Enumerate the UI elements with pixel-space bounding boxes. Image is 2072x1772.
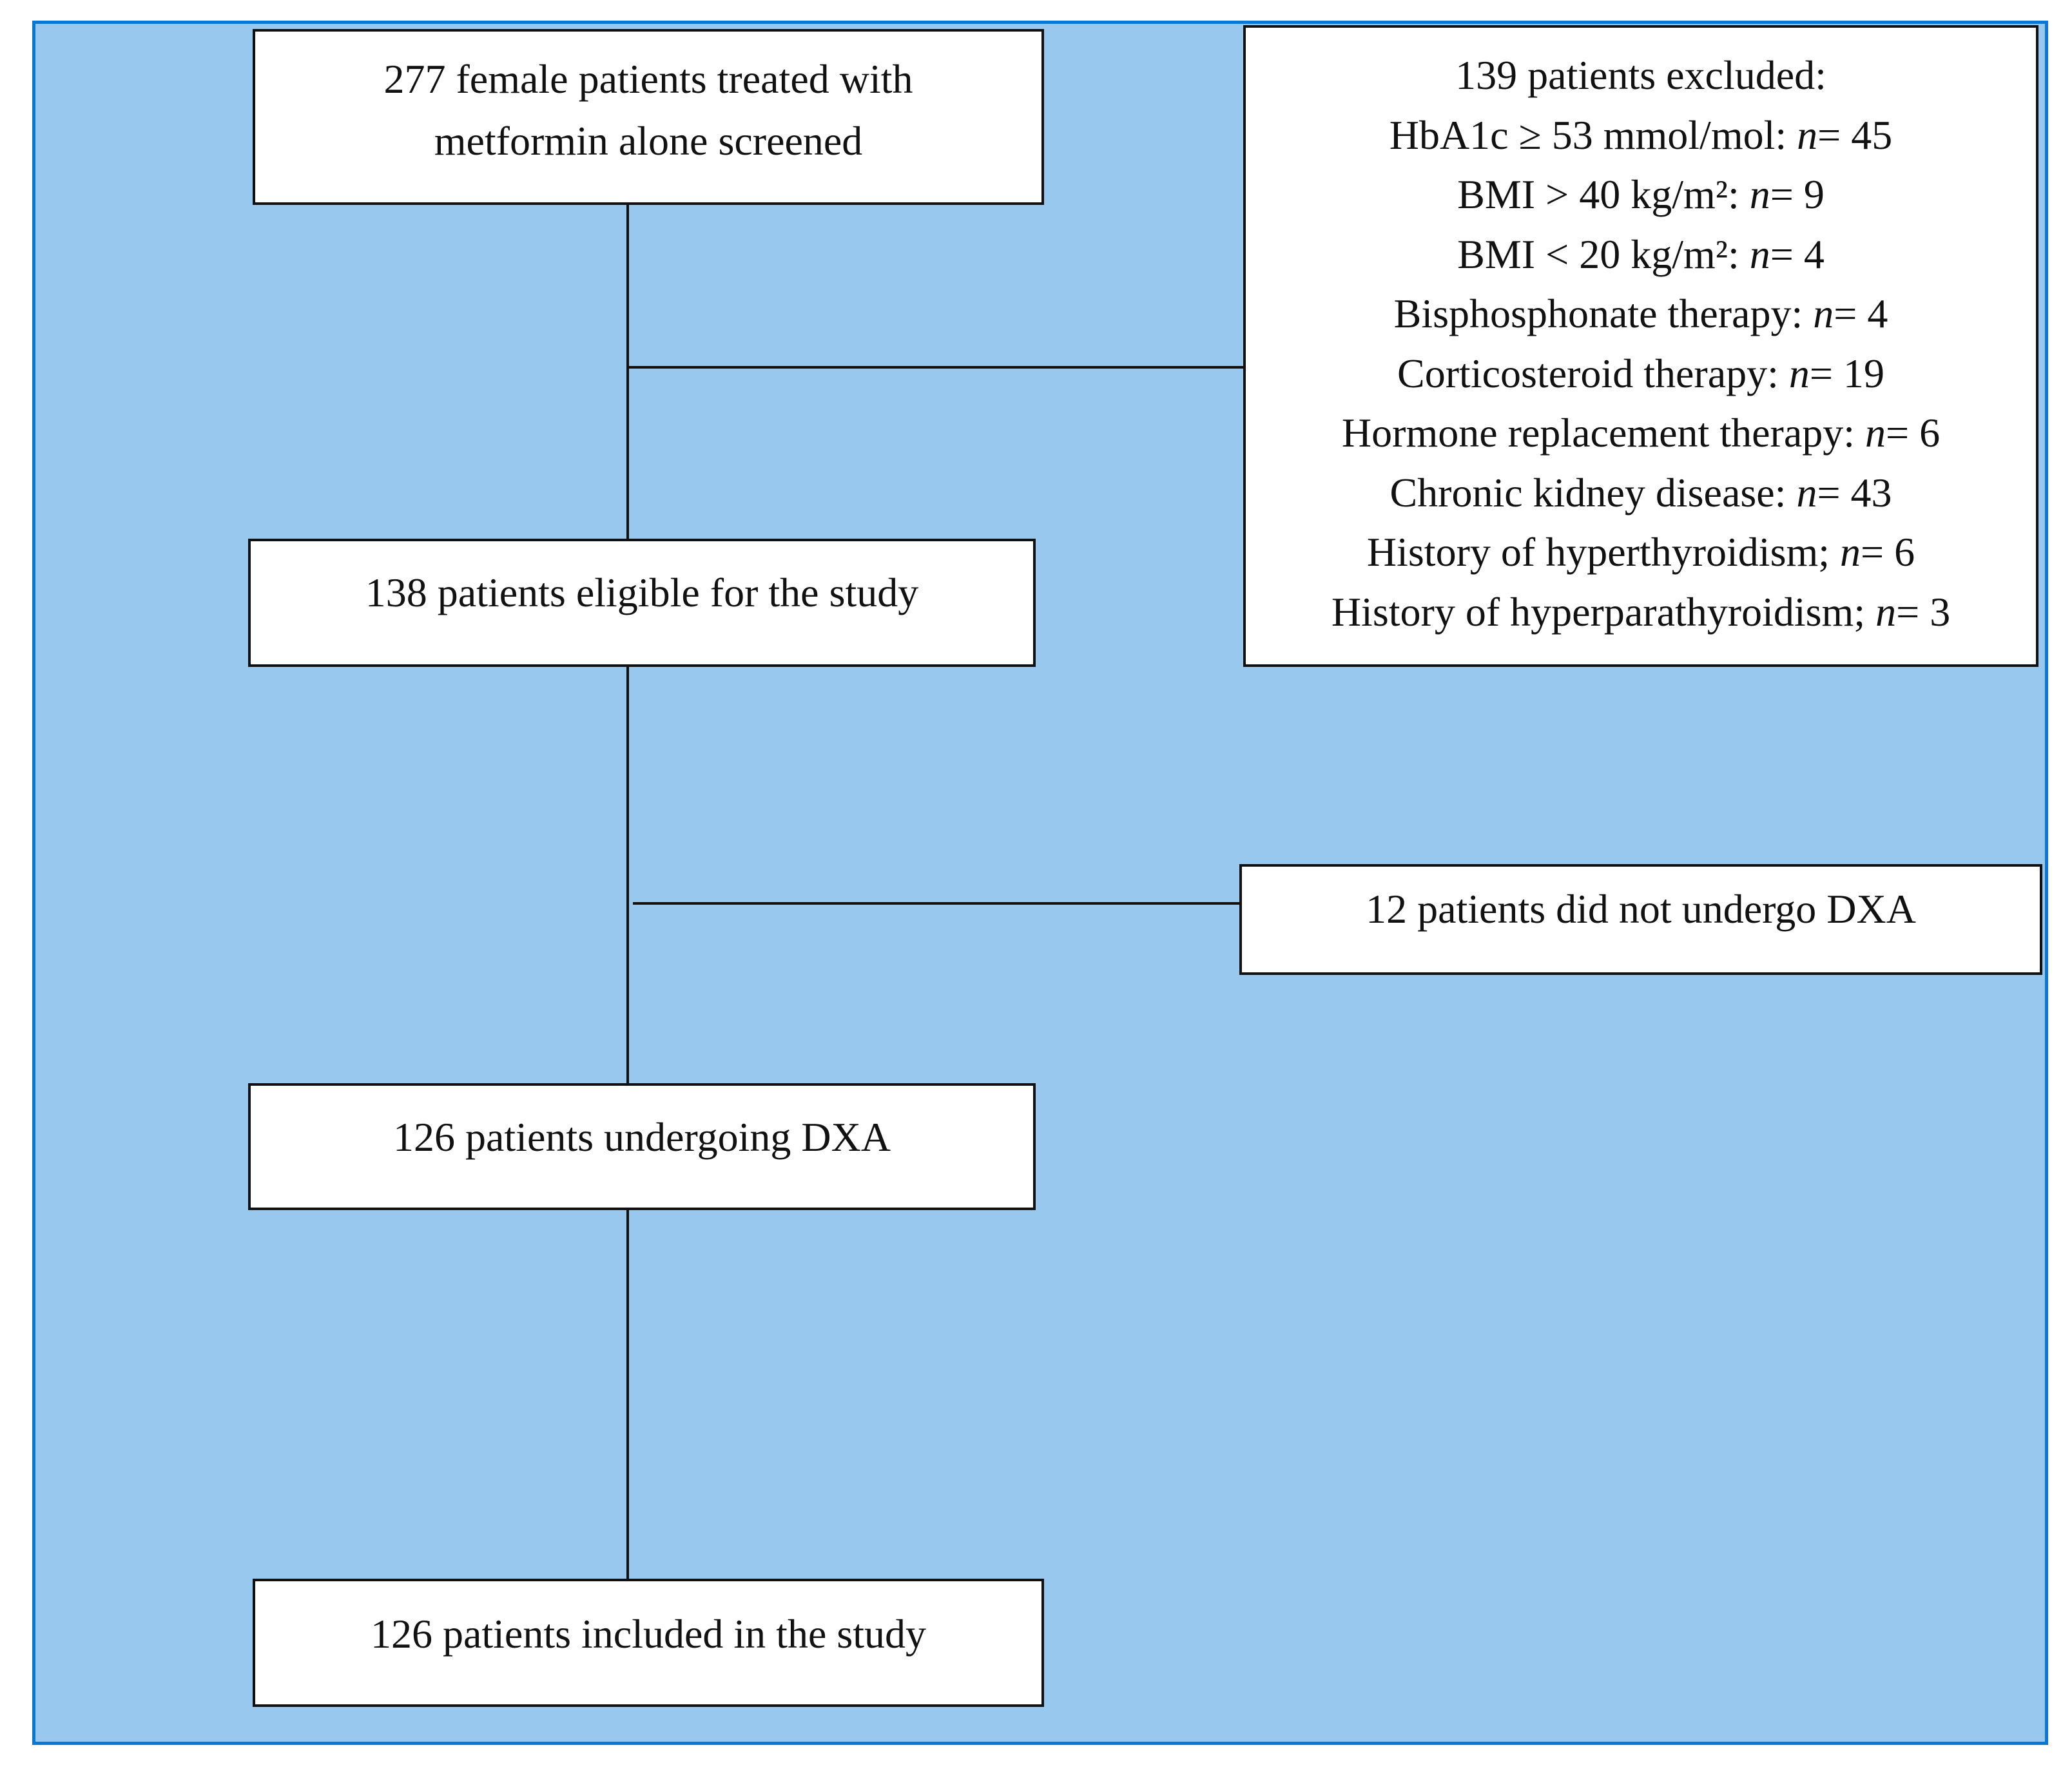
equals-sign: = [1886,410,1920,456]
exclusion-count: 6 [1919,410,1941,456]
exclusion-label: Chronic kidney disease: [1389,469,1797,515]
eligible-text: 138 patients eligible for the study [365,570,919,615]
equals-sign: = [1817,469,1851,515]
exclusion-label: Bisphosphonate therapy: [1393,291,1814,336]
n-symbol: n [1749,231,1770,277]
n-symbol: n [1875,588,1897,635]
n-symbol: n [1788,350,1810,396]
exclusion-item: Hormone replacement therapy: n= 6 [1246,403,2036,463]
exclusion-label: HbA1c ≥ 53 mmol/mol: [1389,111,1797,158]
exclusion-count: 9 [1803,171,1825,217]
equals-sign: = [1896,588,1930,635]
exclusion-item: Chronic kidney disease: n= 43 [1246,463,2036,523]
exclusion-count: 3 [1930,588,1951,635]
excluded-box: 139 patients excluded: HbA1c ≥ 53 mmol/m… [1243,25,2038,667]
exclusion-count: 19 [1843,350,1884,396]
screened-line-2: metformin alone screened [434,118,863,164]
exclusion-label: History of hyperparathyroidism; [1331,588,1876,635]
exclusion-count: 45 [1851,111,1893,158]
equals-sign: = [1861,529,1895,575]
n-symbol: n [1840,529,1861,575]
no-dxa-box: 12 patients did not undergo DXA [1239,864,2042,975]
exclusion-label: BMI > 40 kg/m²: [1457,171,1750,217]
equals-sign: = [1770,171,1804,217]
included-text: 126 patients included in the study [370,1611,927,1657]
equals-sign: = [1834,291,1868,336]
equals-sign: = [1770,231,1804,277]
exclusion-label: BMI < 20 kg/m²: [1457,231,1750,277]
dxa-box: 126 patients undergoing DXA [248,1083,1036,1210]
no-dxa-text: 12 patients did not undergo DXA [1366,886,1916,932]
exclusion-label: Hormone replacement therapy: [1341,410,1865,456]
included-box: 126 patients included in the study [253,1579,1044,1707]
exclusion-label: Corticosteroid therapy: [1397,350,1789,396]
exclusion-item: BMI > 40 kg/m²: n= 9 [1246,165,2036,225]
n-symbol: n [1749,171,1770,217]
exclusion-item: Bisphosphonate therapy: n= 4 [1246,284,2036,344]
exclusion-item: Corticosteroid therapy: n= 19 [1246,344,2036,404]
exclusion-count: 43 [1850,469,1892,515]
n-symbol: n [1796,469,1817,515]
eligible-box: 138 patients eligible for the study [248,539,1036,667]
dxa-text: 126 patients undergoing DXA [392,1114,891,1160]
n-symbol: n [1865,410,1886,456]
exclusion-item: HbA1c ≥ 53 mmol/mol: n= 45 [1246,106,2036,166]
screened-line-1: 277 female patients treated with [383,56,913,102]
exclusion-count: 4 [1803,231,1825,277]
equals-sign: = [1809,350,1843,396]
excluded-title: 139 patients excluded: [1455,52,1826,98]
screened-box: 277 female patients treated with metform… [253,29,1044,205]
exclusion-count: 4 [1867,291,1888,336]
equals-sign: = [1817,111,1852,158]
main-vertical-connector [626,205,629,1580]
exclusion-item: History of hyperthyroidism; n= 6 [1246,523,2036,583]
n-symbol: n [1813,291,1834,336]
exclusion-item: History of hyperparathyroidism; n= 3 [1246,583,2036,642]
n-symbol: n [1797,111,1818,158]
exclusion-count: 6 [1894,529,1915,575]
exclusion-item: BMI < 20 kg/m²: n= 4 [1246,225,2036,285]
exclusion-label: History of hyperthyroidism; [1366,529,1841,575]
exclusion-connector [628,366,1244,369]
no-dxa-connector [633,902,1241,905]
